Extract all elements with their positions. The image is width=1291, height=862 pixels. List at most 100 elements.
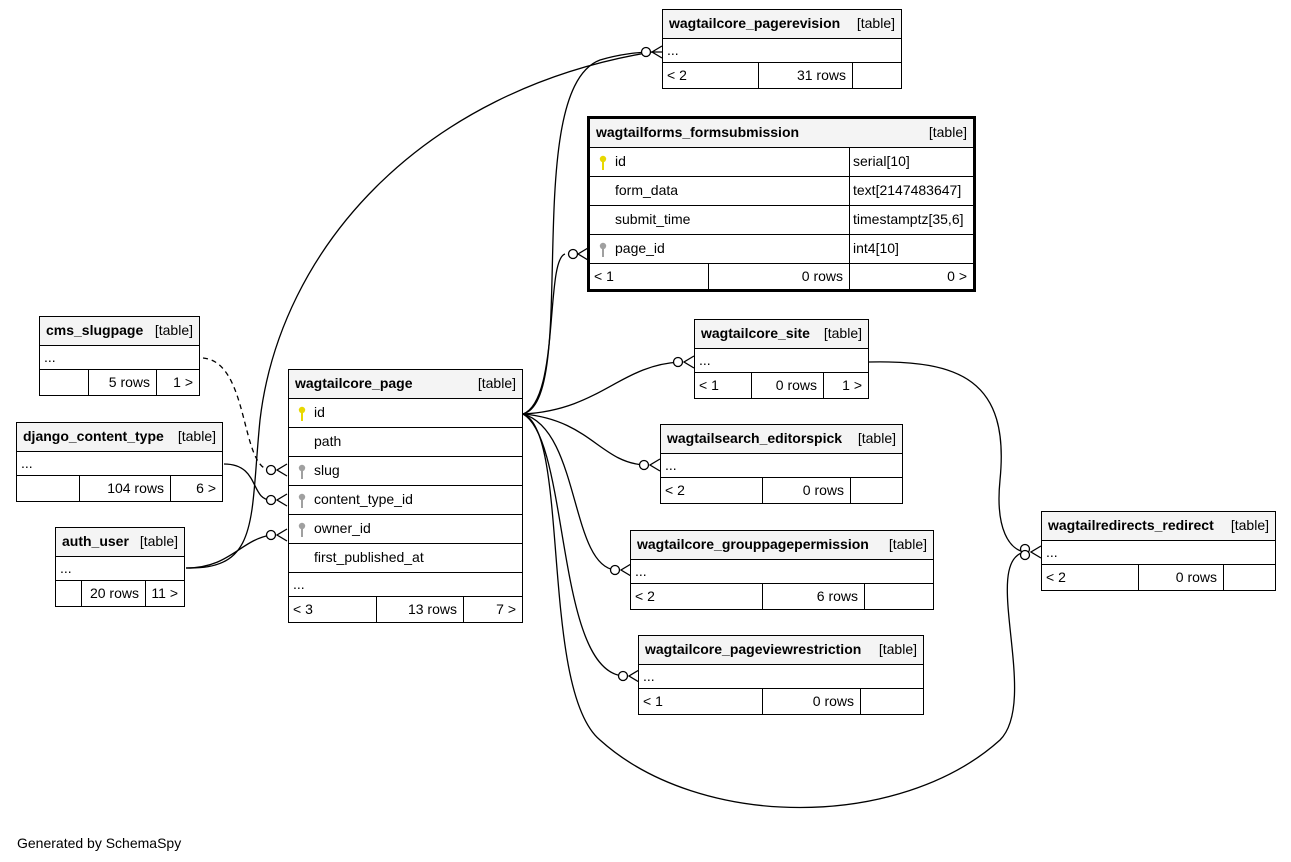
row-count: 104 rows — [107, 480, 164, 496]
ellipsis-text: ... — [643, 668, 655, 684]
column-row[interactable]: content_type_id — [289, 486, 522, 515]
column-row[interactable]: first_published_at — [289, 544, 522, 573]
table-kind: [table] — [856, 15, 895, 31]
table-stats: < 1 0 rows 0 > — [590, 264, 973, 289]
table-auth-user[interactable]: auth_user [table] ... 20 rows 11 > — [55, 527, 185, 607]
table-name: wagtailcore_pagerevision — [669, 15, 841, 31]
table-wagtailredirects-redirect[interactable]: wagtailredirects_redirect [table] ... < … — [1041, 511, 1276, 591]
table-name: wagtailsearch_editorspick — [667, 430, 843, 446]
columns-ellipsis: ... — [695, 349, 868, 373]
column-name: path — [314, 433, 342, 449]
parents-count — [56, 581, 81, 606]
column-row[interactable]: id — [289, 399, 522, 428]
edge-page-site — [522, 361, 681, 415]
row-count: 0 rows — [812, 693, 854, 709]
table-stats: < 2 31 rows — [663, 63, 901, 88]
table-header: cms_slugpage [table] — [40, 317, 199, 346]
ellipsis-text: ... — [21, 455, 33, 471]
parents-count: < 1 — [643, 693, 663, 709]
row-count: 0 rows — [801, 268, 843, 284]
table-stats: 20 rows 11 > — [56, 581, 184, 606]
table-stats: < 1 0 rows — [639, 689, 923, 714]
column-row[interactable]: owner_id — [289, 515, 522, 544]
parents-count: < 1 — [594, 268, 614, 284]
table-wagtailforms-formsubmission[interactable]: wagtailforms_formsubmission [table] id s… — [587, 116, 976, 292]
table-kind: [table] — [888, 536, 927, 552]
children-count — [852, 63, 901, 88]
column-row[interactable]: slug — [289, 457, 522, 486]
table-wagtailcore-pageviewrestriction[interactable]: wagtailcore_pageviewrestriction [table] … — [638, 635, 924, 715]
table-header: wagtailcore_site [table] — [695, 320, 868, 349]
children-count: 1 > — [173, 374, 193, 390]
column-row[interactable]: form_data text[2147483647] — [590, 177, 973, 206]
edge-page-formsubmission — [522, 253, 566, 415]
parents-count — [17, 476, 79, 501]
column-row[interactable]: path — [289, 428, 522, 457]
table-name: wagtailredirects_redirect — [1048, 517, 1214, 533]
ellipsis-text: ... — [1046, 544, 1058, 560]
column-type: text[2147483647] — [853, 182, 962, 198]
columns-ellipsis: ... — [40, 346, 199, 370]
table-wagtailsearch-editorspick[interactable]: wagtailsearch_editorspick [table] ... < … — [660, 424, 903, 504]
table-name: django_content_type — [23, 428, 164, 444]
column-row[interactable]: page_id int4[10] — [590, 235, 973, 264]
parents-count: < 2 — [635, 588, 655, 604]
table-header: wagtailcore_pagerevision [table] — [663, 10, 901, 39]
columns-ellipsis: ... — [289, 573, 522, 597]
ellipsis-text: ... — [667, 42, 679, 58]
table-kind: [table] — [878, 641, 917, 657]
column-type: timestamptz[35,6] — [853, 211, 964, 227]
table-header: wagtailcore_grouppagepermission [table] — [631, 531, 933, 560]
table-kind: [table] — [177, 428, 216, 444]
table-kind: [table] — [139, 533, 178, 549]
table-wagtailcore-grouppagepermission[interactable]: wagtailcore_grouppagepermission [table] … — [630, 530, 934, 610]
column-name: id — [314, 404, 325, 420]
row-count: 20 rows — [89, 585, 139, 601]
table-name: wagtailcore_site — [701, 325, 810, 341]
table-django-content-type[interactable]: django_content_type [table] ... 104 rows… — [16, 422, 223, 502]
table-stats: < 2 6 rows — [631, 584, 933, 609]
table-header: wagtailcore_page [table] — [289, 370, 522, 399]
children-count: 0 > — [947, 268, 967, 284]
edge-authuser-page — [185, 534, 272, 569]
table-kind: [table] — [154, 322, 193, 338]
table-stats: < 2 0 rows — [661, 478, 902, 503]
foreign-key-icon — [599, 242, 607, 257]
children-count: 6 > — [196, 480, 216, 496]
column-name: owner_id — [314, 520, 371, 536]
table-header: django_content_type [table] — [17, 423, 222, 452]
table-header: wagtailcore_pageviewrestriction [table] — [639, 636, 923, 665]
column-row[interactable]: id serial[10] — [590, 148, 973, 177]
table-header: wagtailsearch_editorspick [table] — [661, 425, 902, 454]
table-stats: < 3 13 rows 7 > — [289, 597, 522, 622]
table-name: auth_user — [62, 533, 129, 549]
table-wagtailcore-pagerevision[interactable]: wagtailcore_pagerevision [table] ... < 2… — [662, 9, 902, 89]
foreign-key-icon — [298, 522, 306, 537]
table-cms-slugpage[interactable]: cms_slugpage [table] ... 5 rows 1 > — [39, 316, 200, 396]
column-name: id — [615, 153, 626, 169]
table-name: cms_slugpage — [46, 322, 144, 338]
edge-page-redirect — [522, 413, 1026, 809]
edge-authuser-pagerevision — [185, 51, 653, 569]
row-count: 13 rows — [407, 601, 457, 617]
column-row[interactable]: submit_time timestamptz[35,6] — [590, 206, 973, 235]
columns-ellipsis: ... — [631, 560, 933, 584]
children-count — [860, 689, 923, 714]
children-count: 11 > — [151, 585, 178, 601]
columns-ellipsis: ... — [17, 452, 222, 476]
table-wagtailcore-page[interactable]: wagtailcore_page [table] id path slug co… — [288, 369, 523, 623]
row-count: 0 rows — [1175, 569, 1217, 585]
table-stats: 5 rows 1 > — [40, 370, 199, 395]
edge-page-grouppagepermission — [522, 413, 616, 571]
column-type: serial[10] — [853, 153, 910, 169]
column-name: slug — [314, 462, 340, 478]
foreign-key-icon — [298, 464, 306, 479]
ellipsis-text: ... — [293, 576, 305, 592]
row-count: 0 rows — [802, 482, 844, 498]
ellipsis-text: ... — [60, 560, 72, 576]
table-stats: < 1 0 rows 1 > — [695, 373, 868, 398]
table-wagtailcore-site[interactable]: wagtailcore_site [table] ... < 1 0 rows … — [694, 319, 869, 399]
column-type: int4[10] — [853, 240, 899, 256]
column-name: submit_time — [615, 211, 691, 227]
columns-ellipsis: ... — [1042, 541, 1275, 565]
